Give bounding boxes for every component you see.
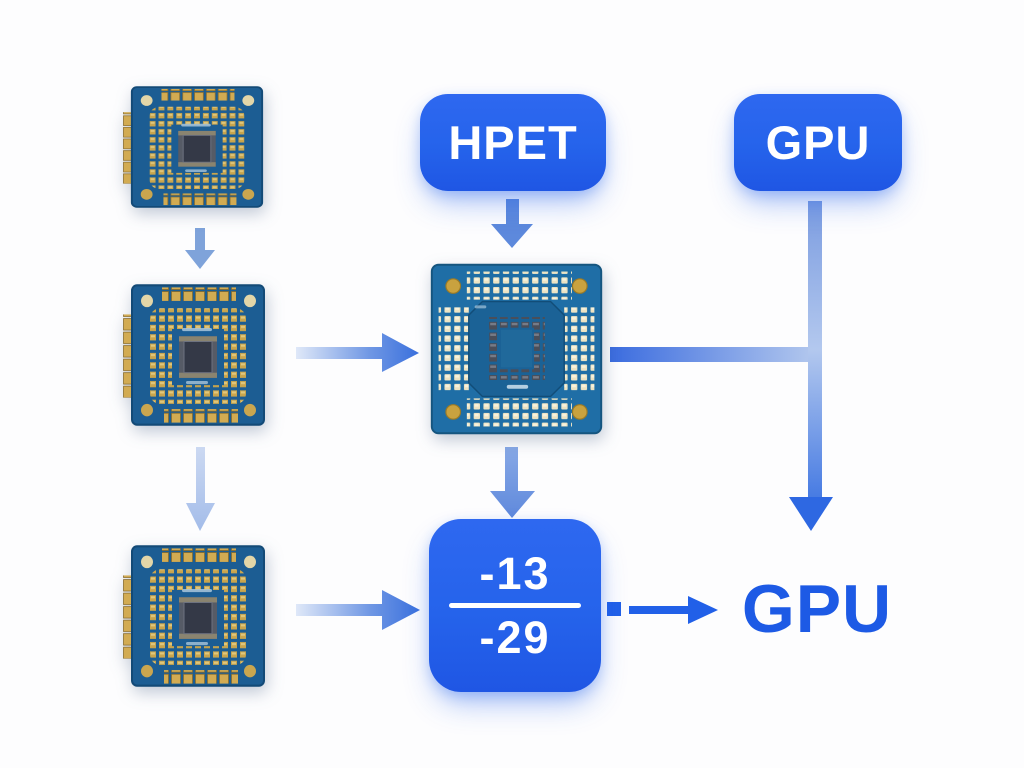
arrow-center-chip-to-fraction bbox=[490, 447, 535, 518]
fraction-node: -13 -29 bbox=[429, 519, 601, 692]
fraction-numerator: -13 bbox=[479, 548, 551, 599]
cpu-chip-center bbox=[430, 263, 603, 435]
cpu-chip-middle-left bbox=[122, 284, 266, 426]
hpet-node: HPET bbox=[420, 94, 606, 191]
hpet-label: HPET bbox=[448, 116, 578, 169]
fraction-divider bbox=[449, 603, 581, 608]
gpu-output-text: GPU bbox=[741, 571, 893, 647]
gpu-top-label: GPU bbox=[765, 116, 871, 169]
arrow-chip2-to-chip3 bbox=[186, 447, 215, 531]
line-center-chip-to-gpu-line bbox=[610, 347, 820, 362]
cpu-chip-top-left bbox=[122, 86, 264, 208]
fraction-denominator: -29 bbox=[479, 612, 551, 663]
arrow-chip3-to-fraction bbox=[296, 590, 420, 630]
arrow-chip2-to-center-chip bbox=[296, 333, 419, 372]
gpu-top-node: GPU bbox=[734, 94, 902, 191]
arrow-gpu-box-to-gpu-text bbox=[789, 201, 833, 531]
arrow-chip1-to-chip2 bbox=[185, 228, 215, 269]
arrow-fraction-to-gpu-text bbox=[607, 596, 718, 624]
arrow-hpet-to-center-chip bbox=[491, 199, 533, 248]
cpu-chip-bottom-left bbox=[122, 545, 266, 687]
